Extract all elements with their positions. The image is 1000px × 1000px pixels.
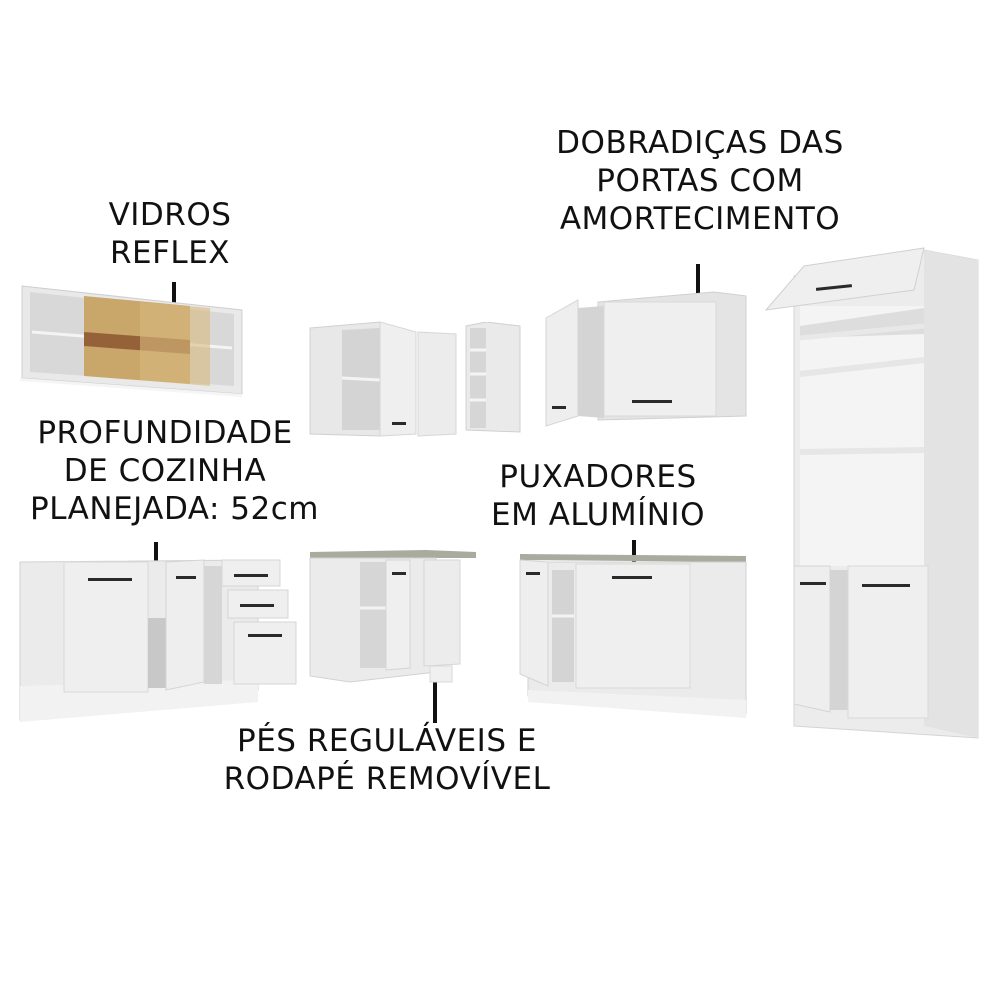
callout-hinges: DOBRADIÇAS DAS PORTAS COM AMORTECIMENTO — [552, 124, 848, 238]
left-door — [63, 561, 149, 693]
lower-left-door — [793, 565, 831, 713]
callout-feet-leader — [433, 675, 437, 723]
base-corner-cabinet — [306, 548, 478, 694]
base-sink-drawer-cabinet — [18, 556, 300, 724]
wall-glass-cabinet — [20, 282, 245, 397]
tall-oven-tower — [764, 246, 984, 750]
lower-right-door — [847, 565, 929, 719]
callout-depth-line-3: PLANEJADA: 52cm — [30, 491, 319, 527]
callout-hinges-line-3: AMORTECIMENTO — [559, 201, 841, 237]
callout-hinges-line-2: PORTAS COM — [596, 163, 804, 199]
open-left-door — [545, 299, 579, 427]
open-door — [385, 559, 411, 671]
open-left-door — [519, 559, 549, 687]
callout-glass: VIDROS REFLEX — [100, 196, 240, 272]
callout-feet-line-1: PÉS REGULÁVEIS E — [237, 723, 537, 759]
countertop — [520, 554, 746, 562]
callout-hinges-leader — [696, 264, 700, 304]
callout-glass-line-2: REFLEX — [109, 235, 231, 271]
wall-niche — [464, 322, 522, 434]
callout-glass-line-1: VIDROS — [108, 197, 232, 233]
closed-door — [575, 563, 691, 689]
callout-depth: PROFUNDIDADE DE COZINHA PLANEJADA: 52cm — [30, 414, 319, 528]
callout-depth-line-2: DE COZINHA — [63, 453, 267, 489]
drawer-3 — [233, 621, 297, 685]
callout-handles: PUXADORES EM ALUMÍNIO — [480, 458, 716, 534]
callout-depth-line-1: PROFUNDIDADE — [37, 415, 293, 451]
drawer-1 — [221, 559, 281, 587]
wall-two-door-cabinet — [544, 288, 748, 428]
callout-feet-line-2: RODAPÉ REMOVÍVEL — [223, 761, 551, 797]
open-door — [379, 321, 417, 437]
callout-hinges-line-1: DOBRADIÇAS DAS — [556, 125, 844, 161]
closed-door — [603, 301, 717, 417]
callout-handles-line-1: PUXADORES — [499, 459, 697, 495]
countertop — [310, 550, 476, 558]
callout-feet: PÉS REGULÁVEIS E RODAPÉ REMOVÍVEL — [222, 722, 552, 798]
base-two-door-cabinet — [518, 550, 750, 722]
callout-handles-line-2: EM ALUMÍNIO — [491, 497, 705, 533]
wall-corner-cabinet — [308, 318, 458, 440]
flip-up-door — [764, 247, 925, 311]
open-middle-door — [165, 559, 205, 691]
